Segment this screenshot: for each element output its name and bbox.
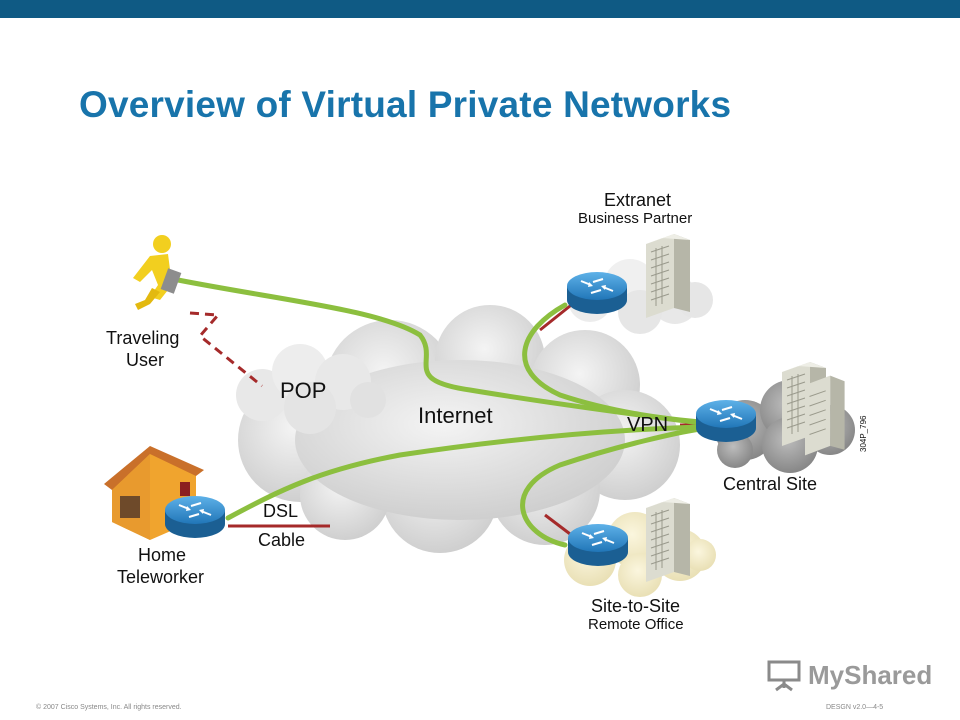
remote-office-label: Remote Office bbox=[588, 616, 684, 633]
extranet-label: Extranet bbox=[604, 190, 671, 210]
logo-text: MyShared bbox=[808, 660, 933, 690]
home-teleworker-label-line2: Teleworker bbox=[117, 567, 204, 587]
business-partner-label: Business Partner bbox=[578, 210, 692, 227]
cable-label: Cable bbox=[258, 530, 305, 550]
footer-course-code: DESGN v2.0—4-5 bbox=[826, 704, 884, 711]
pop-cloud bbox=[236, 344, 386, 434]
traveling-user-figure bbox=[133, 235, 182, 310]
pop-label: POP bbox=[280, 378, 326, 403]
remote-office-building bbox=[645, 497, 691, 583]
top-bar bbox=[0, 0, 960, 18]
vpn-tunnels bbox=[175, 277, 703, 548]
central-site-building-2 bbox=[805, 375, 845, 456]
home-teleworker-label-line1: Home bbox=[138, 545, 186, 565]
traveling-user-label-line1: Traveling bbox=[106, 328, 179, 348]
dsl-label: DSL bbox=[263, 501, 298, 521]
slide-title: Overview of Virtual Private Networks bbox=[79, 84, 732, 125]
vpn-label: VPN bbox=[627, 414, 668, 436]
traveling-user-label-line2: User bbox=[126, 350, 164, 370]
home-teleworker-router bbox=[164, 495, 226, 539]
figure-id: 304P_796 bbox=[859, 415, 868, 452]
myshared-logo: MyShared bbox=[766, 656, 932, 696]
footer-copyright: © 2007 Cisco Systems, Inc. All rights re… bbox=[36, 704, 182, 711]
presentation-icon bbox=[767, 660, 801, 692]
central-site-router bbox=[695, 399, 757, 443]
extranet-building bbox=[645, 233, 691, 319]
remote-office-router bbox=[567, 523, 629, 567]
internet-label: Internet bbox=[418, 403, 493, 428]
site-to-site-label: Site-to-Site bbox=[591, 596, 680, 616]
extranet-router bbox=[566, 271, 628, 315]
central-site-label: Central Site bbox=[723, 474, 817, 494]
